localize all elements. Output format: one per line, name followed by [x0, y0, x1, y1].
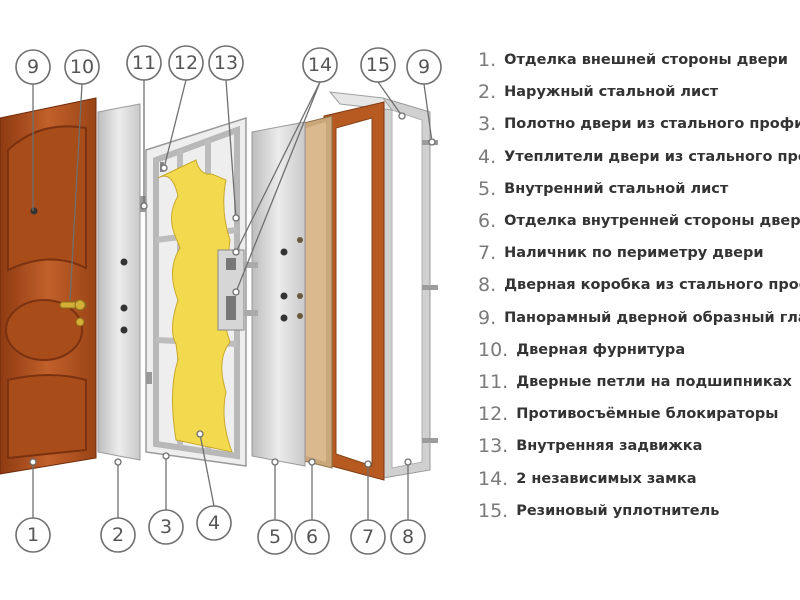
insulation — [157, 159, 233, 453]
legend-item-7: 7. Наличник по периметру двери — [478, 237, 800, 269]
outer-steel-sheet — [97, 103, 146, 461]
callout-top-13: 13 — [208, 45, 244, 81]
legend-text: Наружный стальной лист — [504, 84, 719, 101]
legend-number: 3. — [478, 113, 497, 136]
callout-bottom-5: 5 — [257, 519, 293, 555]
svg-text:13: 13 — [214, 52, 238, 74]
legend-text: Дверная фурнитура — [516, 341, 686, 358]
legend-text: Утеплители двери из стального про — [504, 148, 800, 165]
svg-text:3: 3 — [160, 516, 172, 538]
callout-top-9: 9 — [15, 49, 51, 85]
legend-text: Наличник по периметру двери — [504, 245, 764, 262]
legend-text: Отделка внешней стороны двери — [504, 52, 788, 69]
legend-number: 10. — [478, 338, 509, 361]
svg-text:12: 12 — [174, 52, 198, 74]
legend-text: Внутренний стальной лист — [504, 180, 729, 197]
legend-item-3: 3. Полотно двери из стального профи — [478, 108, 800, 140]
steel-profile-frame — [145, 116, 258, 467]
door-casing-trim — [323, 101, 385, 481]
callout-bottom-3: 3 — [148, 509, 184, 545]
legend-item-10: 10. Дверная фурнитура — [478, 334, 800, 366]
legend-item-15: 15. Резиновый уплотнитель — [478, 495, 800, 527]
legend-number: 7. — [478, 242, 497, 265]
svg-text:8: 8 — [402, 526, 414, 548]
svg-text:15: 15 — [366, 54, 390, 76]
legend-number: 1. — [478, 49, 497, 72]
legend-item-5: 5. Внутренний стальной лист — [478, 173, 800, 205]
legend-number: 9. — [478, 306, 497, 329]
callout-bottom-2: 2 — [100, 517, 136, 553]
callout-bottom-8: 8 — [390, 519, 426, 555]
legend-item-4: 4. Утеплители двери из стального про — [478, 141, 800, 173]
legend-item-14: 14. 2 независимых замка — [478, 462, 800, 494]
legend-text: Дверная коробка из стального проф — [504, 277, 800, 294]
callout-top-9-frame: 9 — [406, 49, 442, 85]
svg-text:1: 1 — [27, 524, 39, 546]
legend-number: 4. — [478, 145, 497, 168]
legend-text: Противосъёмные блокираторы — [516, 406, 779, 423]
legend-text: 2 независимых замка — [516, 470, 697, 487]
legend-item-11: 11. Дверные петли на подшипниках — [478, 366, 800, 398]
legend-number: 5. — [478, 177, 497, 200]
svg-text:5: 5 — [269, 526, 281, 548]
svg-text:7: 7 — [362, 526, 374, 548]
callout-top-11: 11 — [126, 45, 162, 81]
leader-lines-top — [32, 79, 433, 301]
legend-text: Полотно двери из стального профи — [504, 116, 800, 133]
legend-number: 13. — [478, 435, 509, 458]
svg-text:14: 14 — [308, 54, 332, 76]
svg-text:4: 4 — [208, 512, 220, 534]
callout-bottom-4: 4 — [196, 505, 232, 541]
legend-item-2: 2. Наружный стальной лист — [478, 76, 800, 108]
connector-dots — [29, 112, 436, 468]
callout-top-14: 14 — [302, 47, 338, 83]
legend-text: Отделка внутренней стороны двер — [504, 213, 800, 230]
svg-text:9: 9 — [27, 56, 39, 78]
legend-item-6: 6. Отделка внутренней стороны двер — [478, 205, 800, 237]
legend-item-9: 9. Панорамный дверной образный гла — [478, 302, 800, 334]
legend-text: Дверные петли на подшипниках — [516, 373, 792, 390]
legend-text: Панорамный дверной образный гла — [504, 309, 800, 326]
callout-bottom-6: 6 — [294, 519, 330, 555]
inner-finish-panel — [299, 115, 333, 469]
callout-bottom-1: 1 — [15, 517, 51, 553]
svg-text:9: 9 — [418, 56, 430, 78]
legend-list: 1. Отделка внешней стороны двери 2. Наружн… — [478, 44, 800, 527]
callout-top-15: 15 — [360, 47, 396, 83]
legend-number: 6. — [478, 210, 497, 233]
legend-number: 2. — [478, 81, 497, 104]
svg-text:2: 2 — [112, 524, 124, 546]
svg-text:10: 10 — [70, 56, 94, 78]
legend-number: 15. — [478, 499, 509, 522]
svg-text:6: 6 — [306, 526, 318, 548]
callout-bottom-7: 7 — [350, 519, 386, 555]
legend-item-13: 13. Внутренняя задвижка — [478, 430, 800, 462]
legend-number: 12. — [478, 403, 509, 426]
door-box-frame — [328, 91, 438, 479]
outer-wood-door — [0, 97, 97, 475]
legend-text: Внутренняя задвижка — [516, 438, 703, 455]
legend-item-8: 8. Дверная коробка из стального проф — [478, 269, 800, 301]
legend-text: Резиновый уплотнитель — [516, 502, 720, 519]
legend-number: 14. — [478, 467, 509, 490]
legend-item-12: 12. Противосъёмные блокираторы — [478, 398, 800, 430]
legend-number: 8. — [478, 274, 497, 297]
leader-lines-bottom — [32, 433, 409, 520]
legend-item-1: 1. Отделка внешней стороны двери — [478, 44, 800, 76]
svg-text:11: 11 — [132, 52, 156, 74]
legend-number: 11. — [478, 370, 509, 393]
inner-steel-sheet — [251, 121, 306, 467]
callout-top-10: 10 — [64, 49, 100, 85]
callout-top-12: 12 — [168, 45, 204, 81]
